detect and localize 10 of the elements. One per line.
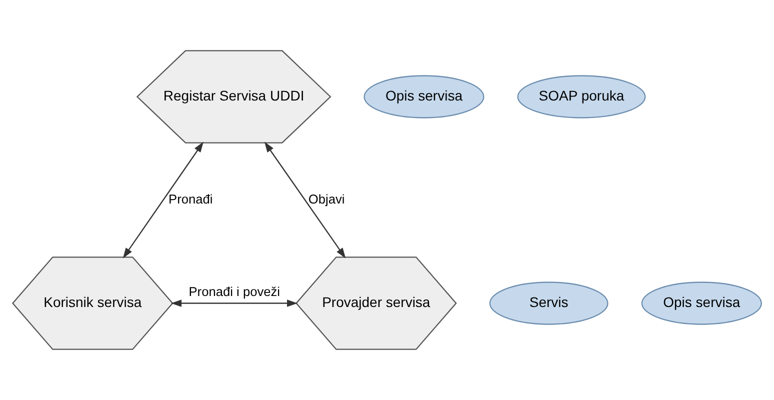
edge-label: Pronađi i poveži [188,284,280,300]
arrow [264,142,346,258]
node-ellipse: SOAP poruka [517,75,646,118]
node-ellipse: Servis [489,282,608,325]
edge-label: Objavi [308,191,345,206]
arrow [171,300,298,307]
node-ellipse: Opis servisa [641,282,762,325]
arrow [122,142,204,258]
node-ellipse: Opis servisa [364,75,484,118]
edge-label: Pronađi [168,191,213,206]
